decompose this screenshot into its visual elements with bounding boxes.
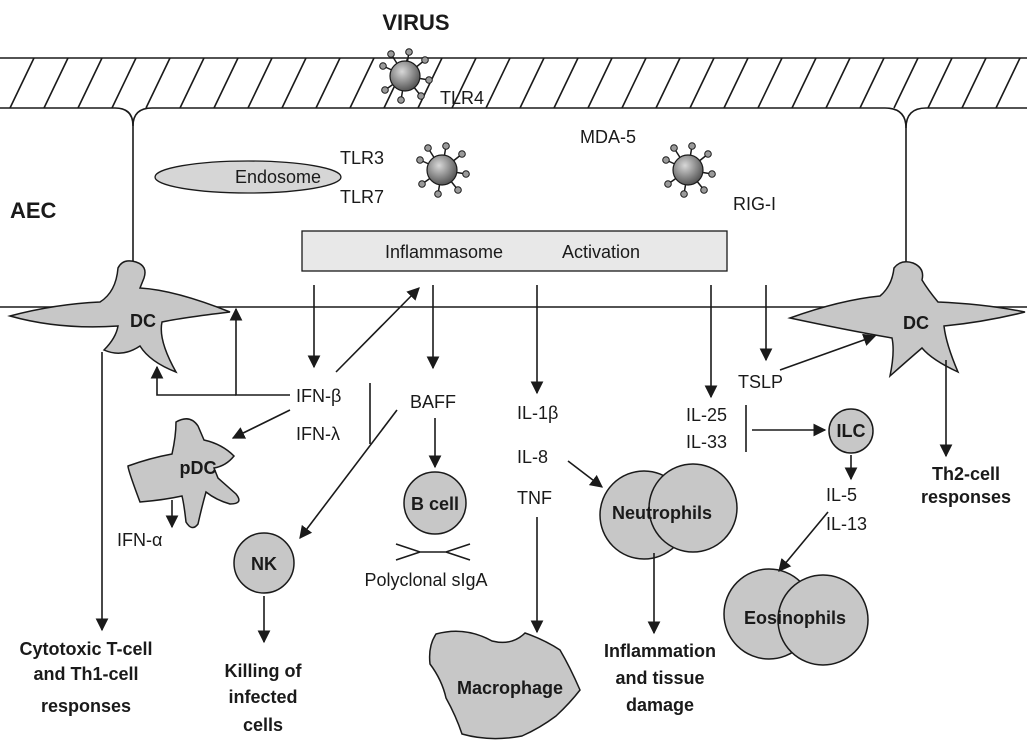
ifn-alpha-label: IFN-α (117, 530, 162, 550)
macrophage-cell (428, 630, 581, 740)
macrophage-label: Macrophage (457, 678, 563, 698)
tnf-label: TNF (517, 488, 552, 508)
tlr4-label: TLR4 (440, 88, 484, 108)
arrow (567, 460, 604, 488)
virus-title: VIRUS (382, 10, 449, 35)
plasmacytoid-dc (127, 418, 240, 529)
ifn-lambda-label: IFN-λ (296, 424, 340, 444)
inflammasome-label: Inflammasome (385, 242, 503, 262)
ilc-cell (828, 408, 874, 454)
ctl-line3: responses (41, 696, 131, 716)
arrow (229, 307, 290, 396)
th2-line1: Th2-cell (932, 464, 1000, 484)
arrow (150, 365, 236, 396)
inflammasome-box (301, 230, 728, 272)
virus-icon (378, 47, 434, 105)
endosome-shape (154, 160, 342, 194)
arrow (779, 333, 877, 371)
endosome-label: Endosome (235, 167, 321, 187)
il33-label: IL-33 (686, 432, 727, 452)
il5-label: IL-5 (826, 485, 857, 505)
cilia-hatching (9, 57, 1021, 109)
nk-label: NK (251, 554, 277, 574)
arrow (231, 409, 291, 439)
activation-label: Activation (562, 242, 640, 262)
th2-line2: responses (921, 487, 1011, 507)
arrow (299, 409, 398, 540)
killing-line1: Killing of (225, 661, 303, 681)
dendritic-cell-right (787, 261, 1026, 379)
dendritic-cell-left (7, 260, 231, 374)
tlr7-label: TLR7 (340, 187, 384, 207)
arrow (778, 511, 829, 572)
ctl-line1: Cytotoxic T-cell (19, 639, 152, 659)
dc-right-label: DC (903, 313, 929, 333)
aec-label: AEC (10, 198, 57, 223)
il1b-label: IL-1β (517, 403, 558, 423)
virus-icon (661, 141, 717, 199)
eosinophil-cell (777, 574, 869, 666)
killing-line3: cells (243, 715, 283, 735)
nk-cell (233, 532, 295, 594)
eosinophils-label: Eosinophils (744, 608, 846, 628)
il13-label: IL-13 (826, 514, 867, 534)
inflammation-line3: damage (626, 695, 694, 715)
pdc-label: pDC (180, 458, 217, 478)
inflammation-line1: Inflammation (604, 641, 716, 661)
bcell-label: B cell (411, 494, 459, 514)
virus-icon (415, 141, 471, 199)
arrow (335, 287, 420, 373)
rigi-label: RIG-I (733, 194, 776, 214)
inflammation-line2: and tissue (615, 668, 704, 688)
ilc-label: ILC (837, 421, 866, 441)
ifn-beta-label: IFN-β (296, 386, 341, 406)
middle-cell-membrane (132, 107, 907, 268)
tlr3-label: TLR3 (340, 148, 384, 168)
arrows-group (95, 285, 953, 644)
ctl-line2: and Th1-cell (33, 664, 138, 684)
neutrophil-cell (648, 463, 738, 553)
il25-label: IL-25 (686, 405, 727, 425)
neutrophils-label: Neutrophils (612, 503, 712, 523)
right-cell-membrane (905, 107, 1027, 129)
dc-left-label: DC (130, 311, 156, 331)
tslp-label: TSLP (738, 372, 783, 392)
polyclonal-label: Polyclonal sIgA (364, 570, 487, 590)
b-cell (403, 471, 467, 535)
baff-label: BAFF (410, 392, 456, 412)
il8-label: IL-8 (517, 447, 548, 467)
killing-line2: infected (228, 687, 297, 707)
antibody-icon (395, 543, 471, 561)
left-cell-membrane (0, 107, 134, 272)
mda5-label: MDA-5 (580, 127, 636, 147)
